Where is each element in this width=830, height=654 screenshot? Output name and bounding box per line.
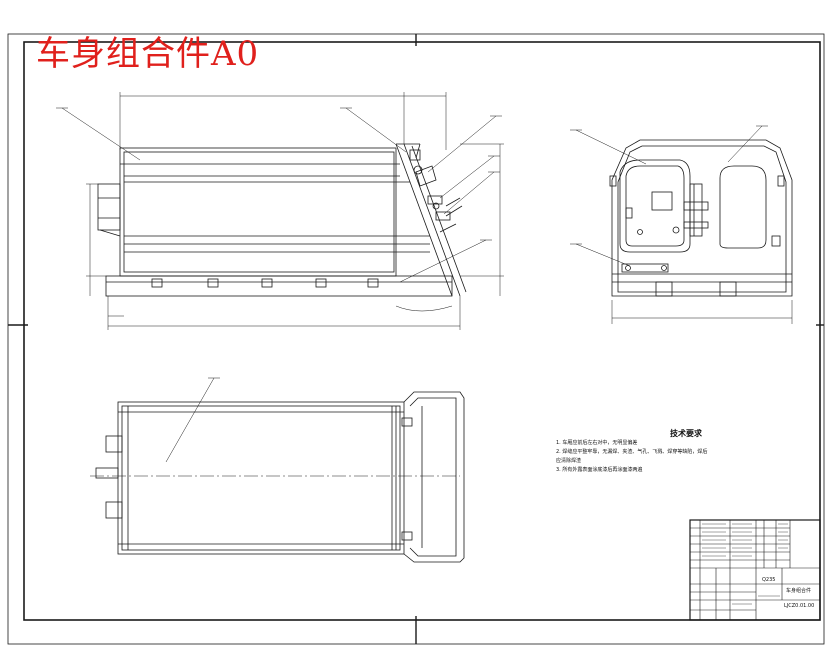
plan-view [90,377,465,563]
material-label: Q235 [762,577,776,583]
drawing-title: 车身组合件A0 [36,34,260,74]
technical-requirement-item: 3. 所有外露表面涂底漆后再涂面漆两遍 [556,467,643,473]
technical-requirements: 技术要求 1. 车厢应前后左右对中，无明显偏差 2. 焊缝应平整牢靠，无漏焊、夹… [556,428,776,475]
technical-requirements-heading: 技术要求 [670,429,702,438]
centering-marks [8,34,824,644]
technical-requirement-item: 1. 车厢应前后左右对中，无明显偏差 [556,440,638,446]
drawing-border [23,41,821,621]
side-elevation-view [56,92,504,330]
technical-requirement-item: 应清除焊渣 [556,458,582,464]
technical-requirement-item: 2. 焊缝应平整牢靠，无漏焊、夹渣、气孔、飞溅、焊穿等缺陷，焊后 [556,449,708,455]
drawing-number-label: LJCZ0.01.00 [784,603,815,609]
title-block [689,519,821,621]
sheet-trim-frame [7,33,825,645]
end-elevation-view [570,125,793,324]
drawing-name-label: 车身组合件 [786,588,812,594]
